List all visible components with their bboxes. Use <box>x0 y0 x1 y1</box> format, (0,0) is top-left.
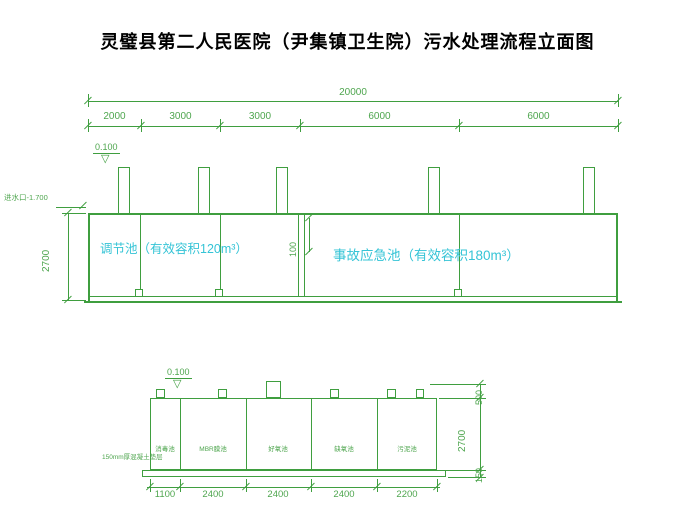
tank-floor-slab <box>84 301 622 303</box>
tank-inner-wall <box>246 398 247 470</box>
tank-nozzle <box>218 389 227 398</box>
drawing-title: 灵璧县第二人民医院（尹集镇卫生院）污水处理流程立面图 <box>100 32 595 52</box>
upper-height-dim-label: 2700 <box>41 249 52 272</box>
elevation-baseline <box>93 153 120 154</box>
segment-dim-label: 2000 <box>103 111 126 122</box>
segment-dim-label: 6000 <box>527 111 550 122</box>
riser-column <box>118 167 130 214</box>
extension-line <box>62 300 86 301</box>
extension-line <box>448 477 486 478</box>
emergency-tank-label: 事故应急池（有效容积180m³） <box>333 248 520 263</box>
tank-inner-wall <box>140 213 141 297</box>
tank-divider-wall <box>304 213 305 297</box>
tank-nozzle <box>387 389 396 398</box>
right-dim-label: 500 <box>474 389 484 405</box>
riser-column <box>198 167 210 214</box>
segment-dim-label: 6000 <box>368 111 391 122</box>
gap-dim-label: 100 <box>288 241 298 257</box>
compartment-label: 污泥池 <box>397 446 417 453</box>
upper-elevation-label: 0.100 <box>95 142 118 152</box>
riser-column <box>428 167 440 214</box>
tank-inner-wall <box>377 398 378 470</box>
tank-top-line <box>88 213 618 215</box>
inlet-label: 进水口-1.700 <box>4 193 48 202</box>
tank-inner-wall <box>220 213 221 297</box>
elevation-baseline <box>165 378 192 379</box>
right-dim-line <box>480 384 481 478</box>
extension-line <box>439 470 486 471</box>
regulating-tank-label: 调节池（有效容积120m³） <box>100 242 248 256</box>
upper-total-dim-line <box>88 101 618 102</box>
segment-dim-label: 3000 <box>248 111 272 122</box>
compartment-label: 好氧池 <box>268 446 288 453</box>
extension-line <box>439 398 486 399</box>
compartment-label: 缺氧池 <box>334 446 354 453</box>
right-dim-label: 2700 <box>457 429 468 452</box>
inlet-leader-line <box>56 207 86 208</box>
tank-right-wall <box>616 213 618 301</box>
tank-left-wall <box>88 213 90 301</box>
elevation-marker-icon: ▽ <box>173 378 182 390</box>
dim-tick <box>305 247 313 256</box>
lower-dim-label: 2400 <box>333 489 355 500</box>
tank-nozzle <box>330 389 339 398</box>
lower-dim-label: 2200 <box>396 489 418 500</box>
upper-segment-dim-line <box>88 126 618 127</box>
segment-dim-label: 3000 <box>169 111 192 122</box>
tank-inner-wall <box>311 398 312 470</box>
tank-inner-wall <box>180 398 181 470</box>
lower-dim-label: 1100 <box>154 489 176 500</box>
extension-line <box>62 213 86 214</box>
wall-footing <box>215 289 223 297</box>
tank-nozzle <box>156 389 165 398</box>
wall-footing <box>135 289 143 297</box>
lower-dim-label: 2400 <box>202 489 224 500</box>
tank-nozzle <box>416 389 424 398</box>
elevation-marker-icon: ▽ <box>101 153 110 165</box>
wall-footing <box>454 289 462 297</box>
compartment-label: 消毒池 <box>155 446 175 453</box>
lower-dim-line <box>147 487 440 488</box>
tank-bottom-line <box>88 296 617 297</box>
base-note: 150mm厚混凝土垫层 <box>102 454 163 461</box>
riser-column <box>276 167 288 214</box>
inlet-arrow-icon <box>79 201 87 210</box>
tank-divider-wall <box>298 213 299 297</box>
upper-total-dim-label: 20000 <box>339 87 367 98</box>
lower-tank-body <box>150 398 437 470</box>
compartment-label: MBR膜池 <box>199 446 227 453</box>
tank-inner-wall <box>459 213 460 297</box>
concrete-base-slab <box>142 470 446 477</box>
extension-line <box>430 384 486 385</box>
tank-nozzle <box>266 381 281 398</box>
upper-height-dim-line <box>68 213 69 301</box>
lower-dim-label: 2400 <box>267 489 289 500</box>
gap-dim-line <box>309 218 310 252</box>
lower-elevation-label: 0.100 <box>167 367 190 377</box>
riser-column <box>583 167 595 214</box>
right-dim-label: 150 <box>474 467 484 483</box>
